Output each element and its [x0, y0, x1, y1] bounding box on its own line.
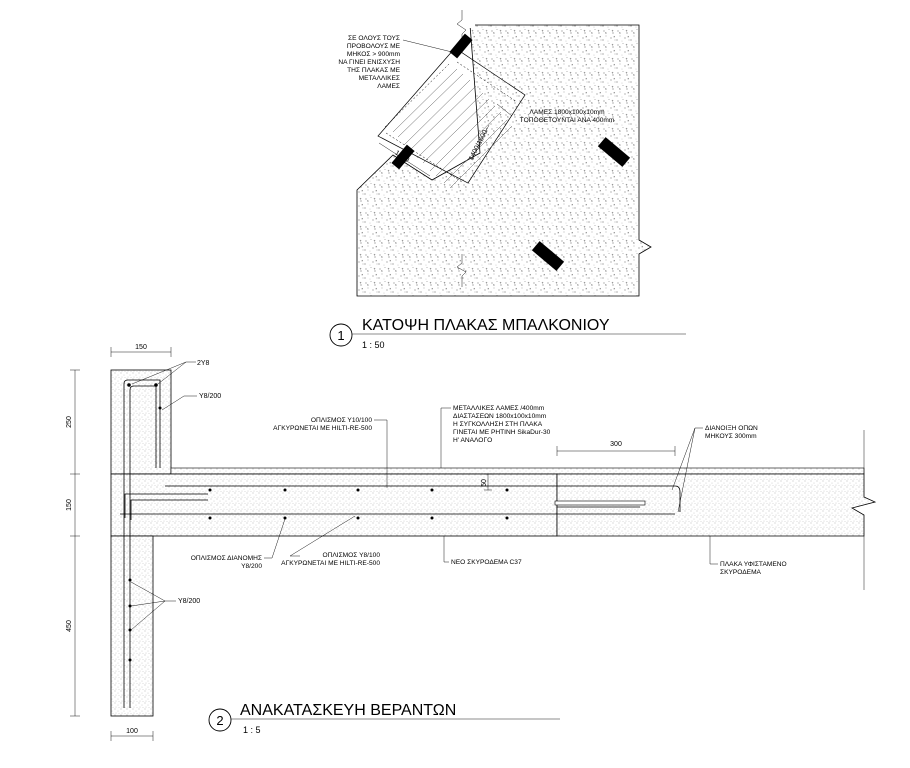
label-y8-200-bottom: Υ8/200 — [178, 598, 200, 605]
section-view: 150 250 150 450 100 50 300 2Υ8 Υ8/200 ΟΠ… — [66, 344, 877, 741]
plan-slab — [356, 24, 652, 297]
plan-title-circle — [329, 323, 353, 347]
label-y8-200-top: Υ8/200 — [199, 393, 221, 400]
lower-wall — [110, 535, 154, 717]
rebar — [120, 379, 681, 708]
plan-title-number: 1 — [337, 328, 344, 343]
dim-300: 300 — [610, 441, 622, 448]
plan-note-line-3: ΜΗΚΟΣ > 900mm — [347, 51, 401, 58]
label-openings-line-1: ΔΙΑΝΟΙΞΗ ΟΠΩΝ — [705, 425, 758, 432]
lama-block-3 — [597, 137, 631, 167]
lames-dashes — [384, 61, 518, 183]
plan-slab-gap-top — [455, 8, 475, 28]
label-y8-100-line-2: ΑΓΚΥΡΩΝΕΤΑΙ ΜΕ HILTI-RE-500 — [281, 560, 380, 567]
section-title-circle — [208, 708, 232, 732]
plan-scale: 1 : 50 — [362, 340, 385, 350]
lama-section — [554, 500, 646, 506]
dim-50: 50 — [481, 479, 488, 487]
label-distribution-line-2: Υ8/200 — [241, 563, 262, 570]
label-lames-line-3: Η ΣΥΓΚΟΛΛΗΣΗ ΣΤΗ ΠΛΑΚΑ — [453, 421, 543, 428]
label-lames-line-1: ΜΕΤΑΛΛΙΚΕΣ ΛΑΜΕΣ /400mm — [453, 405, 545, 412]
dim-250: 250 — [66, 416, 73, 428]
dim-150-left: 150 — [66, 499, 73, 511]
label-existing-line-2: ΣΚΥΡΟΔΕΜΑ — [720, 569, 762, 576]
label-y8-100-line-1: ΟΠΛΙΣΜΟΣ Υ8/100 — [322, 552, 380, 559]
dim-100: 100 — [126, 728, 138, 735]
section-scale: 1 : 5 — [243, 725, 261, 735]
plan-note-line-7: ΛΑΜΕΣ — [377, 83, 400, 90]
section-title: ΑΝΑΚΑΤΑΣΚΕΥΗ ΒΕΡΑΝΤΩΝ — [240, 702, 456, 719]
lames-strip-outline — [377, 47, 526, 184]
label-lames-line-2: ΔΙΑΣΤΑΣΕΩΝ 1800x100x10mm — [453, 413, 547, 420]
section-title-number: 2 — [216, 713, 223, 728]
label-lames-line-4: ΓΙΝΕΤΑΙ ΜΕ ΡΗΤΙΝΗ SikaDur-30 — [453, 429, 551, 436]
lama-block-2 — [391, 144, 415, 170]
plan-note-leader — [402, 39, 453, 53]
label-distribution-line-1: ΟΠΛΙΣΜΟΣ ΔΙΑΝΟΜΗΣ — [191, 555, 262, 562]
plan-note-line-1: ΣΕ ΟΛΟΥΣ ΤΟΥΣ — [348, 35, 400, 42]
label-existing-line-1: ΠΛΑΚΑ ΥΦΙΣΤΑΜΕΝΟ — [720, 561, 787, 568]
upper-wall — [110, 369, 172, 475]
plan-dim-1800-line — [378, 142, 431, 177]
plan-note-line-4: ΝΑ ΓΙΝΕΙ ΕΝΙΣΧΥΣΗ — [338, 59, 400, 66]
new-slab — [110, 473, 558, 537]
label-concrete: ΝΕΟ ΣΚΥΡΟΔΕΜΑ C37 — [451, 559, 522, 566]
plan-note-line-5: ΤΗΣ ΠΛΑΚΑΣ ΜΕ — [347, 67, 400, 74]
dim-450: 450 — [66, 620, 73, 632]
label-y10-line-1: ΟΠΛΙΣΜΟΣ Υ10/100 — [311, 417, 373, 424]
label-openings-line-2: ΜΗΚΟΥΣ 300mm — [705, 433, 757, 440]
label-2y8: 2Υ8 — [197, 360, 210, 367]
topping-layer — [170, 467, 865, 475]
label-lames-line-5: Η' ΑΝΑΛΟΓΟ — [453, 437, 492, 444]
plan-note-line-2: ΠΡΟΒΟΛΟΥΣ ΜΕ — [347, 43, 401, 50]
plan-breakline-bottom — [456, 254, 467, 287]
dim-150-top: 150 — [135, 344, 147, 351]
lama-block-4 — [531, 241, 565, 271]
plan-lames-line-2: ΤΟΠΟΘΕΤΟΥΝΤΑΙ ΑΝΑ 400mm — [520, 117, 615, 124]
plan-breakline-top — [456, 10, 467, 46]
plan-note-line-6: ΜΕΤΑΛΛΙΚΕΣ — [359, 75, 400, 82]
plan-lames-line-1: ΛΑΜΕΣ 1800x100x10mm — [529, 109, 605, 116]
label-y10-line-2: ΑΓΚΥΡΩΝΕΤΑΙ ΜΕ HILTI-RE-500 — [273, 425, 372, 432]
existing-slab — [556, 473, 877, 537]
plan-dim-1400-line — [470, 124, 490, 161]
lama-block-1 — [449, 33, 473, 59]
section-dimensions: 150 250 150 450 100 50 300 — [66, 344, 676, 741]
plan-title: ΚΑΤΟΨΗ ΠΛΑΚΑΣ ΜΠΑΛΚΟΝΙΟΥ — [362, 317, 610, 334]
plan-lames-leader — [496, 103, 513, 117]
